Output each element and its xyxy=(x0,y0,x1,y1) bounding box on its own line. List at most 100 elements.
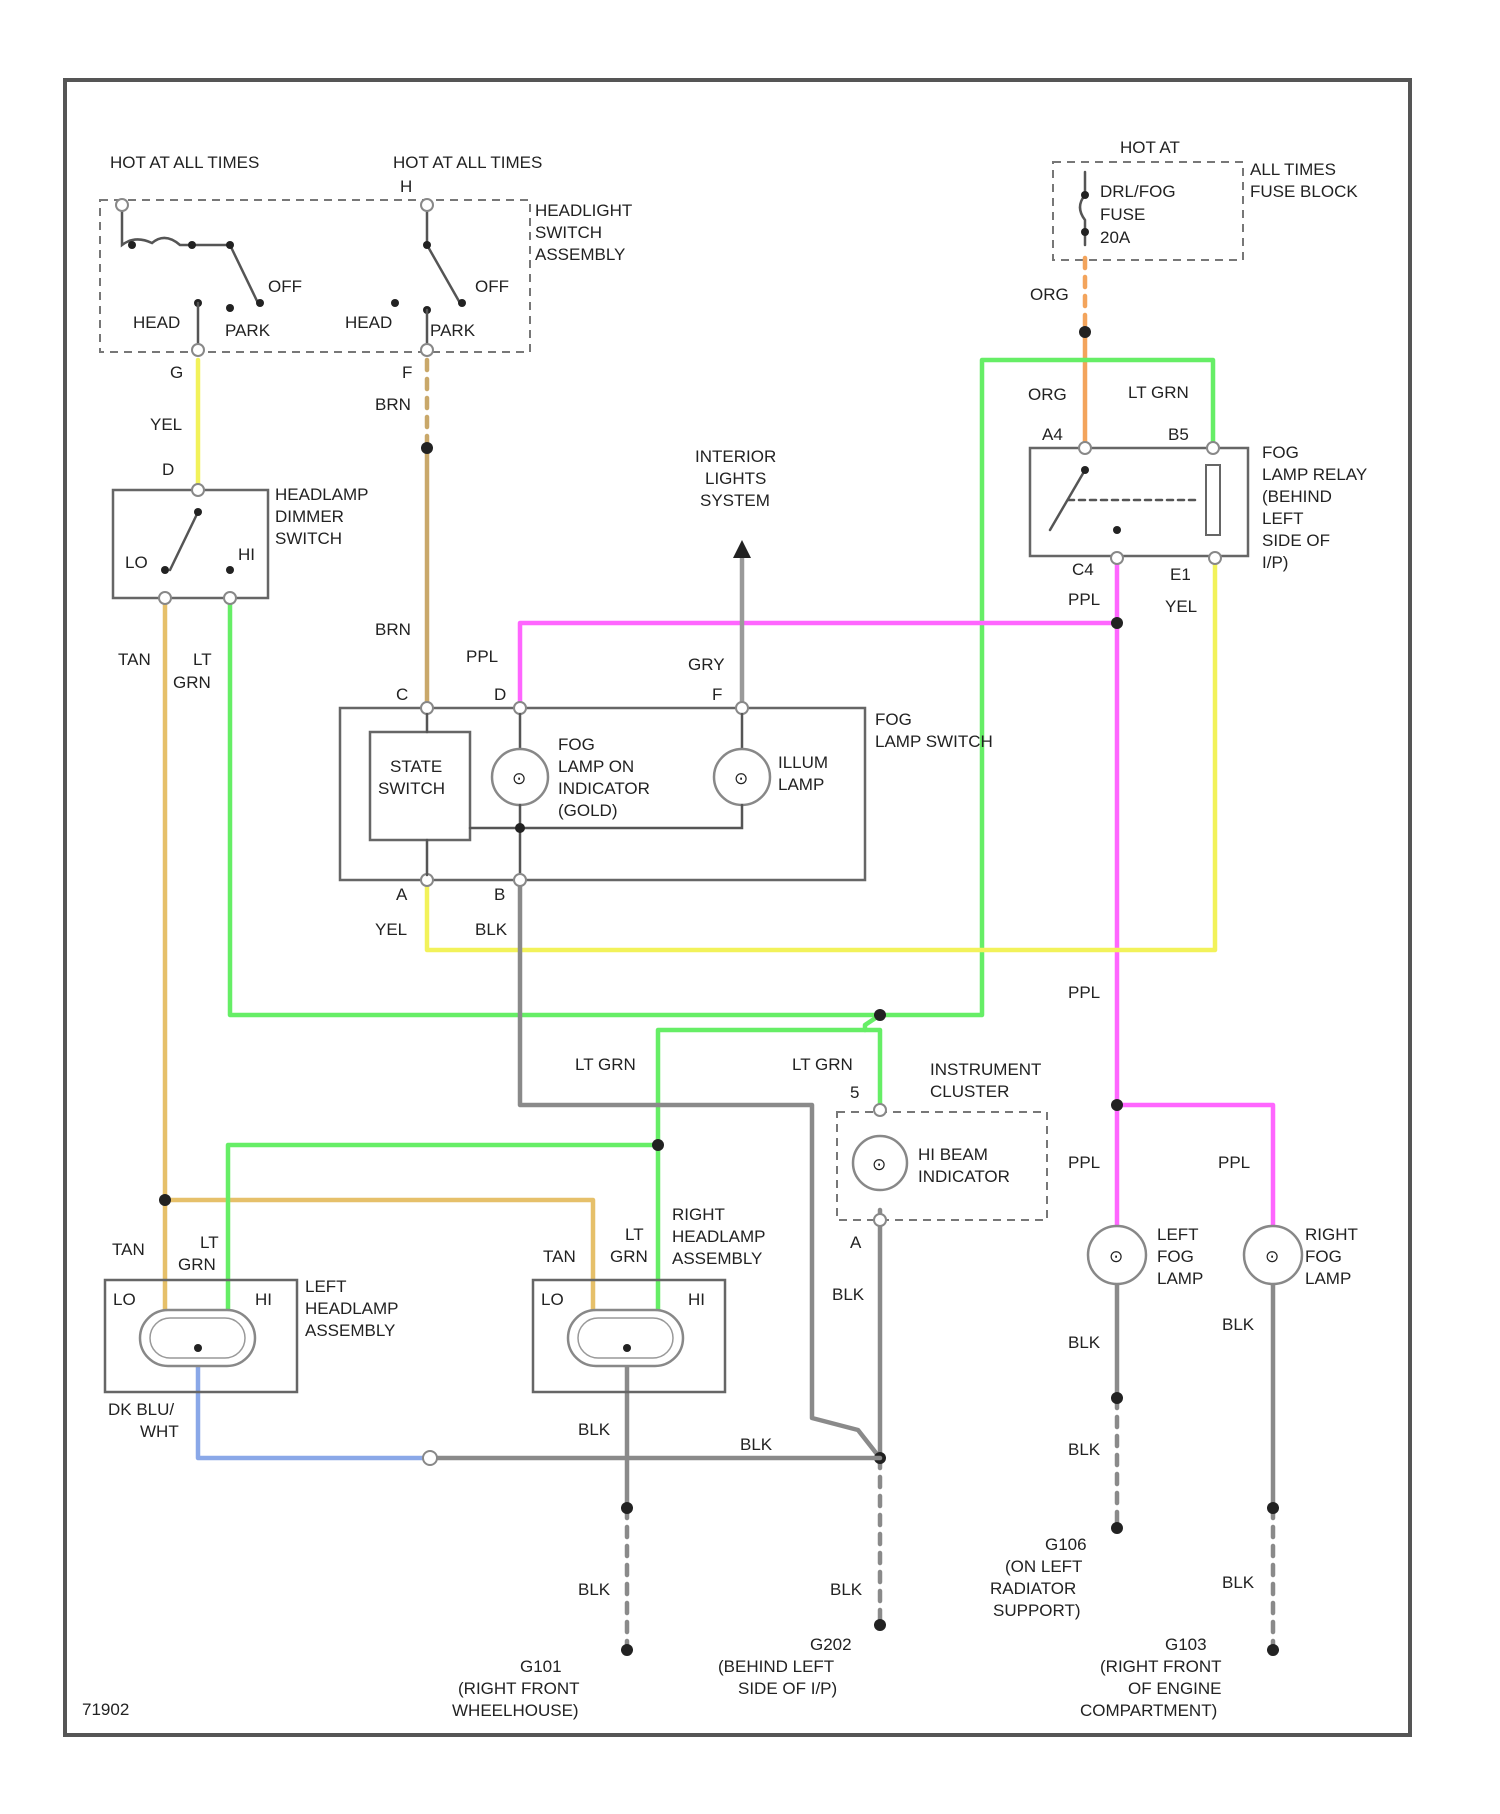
fog-switch-pin-d: D xyxy=(494,685,506,704)
dimmer-hi-contact xyxy=(226,566,234,574)
fuse-hot-label: HOT AT xyxy=(1120,138,1180,157)
relay-b5-terminal xyxy=(1207,442,1219,454)
wire-label-ppl-5: PPL xyxy=(1218,1153,1250,1172)
dimmer-pin-d: D xyxy=(162,460,174,479)
switch-pin-g-terminal xyxy=(192,344,204,356)
illum-mark: ⊙ xyxy=(734,769,748,788)
left-headlamp-hi: HI xyxy=(255,1290,272,1309)
splice-tan xyxy=(159,1194,171,1206)
wire-ltgrn-cluster xyxy=(865,1015,880,1105)
wire-label-blk-3: BLK xyxy=(830,1580,863,1599)
right-headlamp-label-2: HEADLAMP xyxy=(672,1227,766,1246)
fog-switch-label-1: FOG xyxy=(875,710,912,729)
switch-left-top-terminal xyxy=(116,199,128,211)
dimmer-hi-terminal xyxy=(224,592,236,604)
switch-right-top-terminal xyxy=(421,199,433,211)
relay-pin-c4: C4 xyxy=(1072,560,1094,579)
splice-blk-g103 xyxy=(1267,1502,1279,1514)
wire-label-tan-3: TAN xyxy=(543,1247,576,1266)
ground-g103: G103 (RIGHT FRONT OF ENGINE COMPARTMENT) xyxy=(1080,1635,1222,1720)
wire-label-blk-2: BLK xyxy=(832,1285,865,1304)
wire-label-brn-2: BRN xyxy=(375,620,411,639)
g103-line-2: (RIGHT FRONT xyxy=(1100,1657,1222,1676)
g202-line-1: G202 xyxy=(810,1635,852,1654)
cluster-pin-a: A xyxy=(850,1233,862,1252)
switch-left-bus xyxy=(122,205,230,245)
left-headlamp-label-3: ASSEMBLY xyxy=(305,1321,395,1340)
dimmer-lo: LO xyxy=(125,553,148,572)
relay-label-4: LEFT xyxy=(1262,509,1304,528)
diagram-code: 71902 xyxy=(82,1700,129,1719)
g101-line-2: (RIGHT FRONT xyxy=(458,1679,580,1698)
fuse-bottom-dot xyxy=(1081,228,1089,236)
relay-contact xyxy=(1113,526,1121,534)
illum-label-2: LAMP xyxy=(778,775,824,794)
wire-label-blk-1: BLK xyxy=(475,920,508,939)
switch-left-contact-3 xyxy=(226,241,234,249)
hot-label-right: HOT AT ALL TIMES xyxy=(393,153,542,172)
fog-switch-pin-b: B xyxy=(494,885,505,904)
hi-beam-label-1: HI BEAM xyxy=(918,1145,988,1164)
ground-g101: G101 (RIGHT FRONT WHEELHOUSE) xyxy=(452,1657,580,1720)
g106-line-3: RADIATOR xyxy=(990,1579,1076,1598)
wire-label-ppl-1: PPL xyxy=(1068,590,1100,609)
wire-label-org-1: ORG xyxy=(1030,285,1069,304)
cluster-label-2: CLUSTER xyxy=(930,1082,1009,1101)
wire-label-blk-8: BLK xyxy=(1068,1440,1101,1459)
switch-left-contact-1 xyxy=(128,241,136,249)
wire-label-blk-4: BLK xyxy=(740,1435,773,1454)
switch-pin-f-terminal xyxy=(421,344,433,356)
wire-label-ltgrn-2: LT GRN xyxy=(575,1055,636,1074)
splice-blk-g106 xyxy=(1111,1392,1123,1404)
right-headlamp-assembly: RIGHT HEADLAMP ASSEMBLY LO HI xyxy=(533,1205,766,1392)
wire-label-ppl-2: PPL xyxy=(466,647,498,666)
ground-g202-dot xyxy=(874,1619,886,1631)
splice-ltgrn-1 xyxy=(874,1009,886,1021)
splice-org xyxy=(1079,326,1091,338)
cluster-pin-5: 5 xyxy=(850,1083,859,1102)
interior-label-3: SYSTEM xyxy=(700,491,770,510)
wire-ppl-fog-switch xyxy=(520,623,1117,705)
wire-label-tan-2: TAN xyxy=(112,1240,145,1259)
wire-label-ltgrn-relay: LT GRN xyxy=(1128,383,1189,402)
fog-indicator-label-3: INDICATOR xyxy=(558,779,650,798)
switch-left-contact-2 xyxy=(188,241,196,249)
switch-right-contact-2 xyxy=(391,299,399,307)
switch-right-off: OFF xyxy=(475,277,509,296)
headlight-switch-label-1: HEADLIGHT xyxy=(535,201,632,220)
splice-ltgrn-2 xyxy=(652,1139,664,1151)
switch-left-off: OFF xyxy=(268,277,302,296)
fog-indicator-label-2: LAMP ON xyxy=(558,757,634,776)
fuse-rating: 20A xyxy=(1100,228,1131,247)
fog-switch-pin-c: C xyxy=(396,685,408,704)
wire-label-blk-6: BLK xyxy=(578,1580,611,1599)
dimmer-label-3: SWITCH xyxy=(275,529,342,548)
switch-left-head: HEAD xyxy=(133,313,180,332)
wire-label-grn-2: GRN xyxy=(178,1255,216,1274)
left-headlamp-assembly: LO HI LEFT HEADLAMP ASSEMBLY DK BLU/ WHT xyxy=(105,1277,399,1441)
headlight-switch-label-2: SWITCH xyxy=(535,223,602,242)
relay-pin-a4: A4 xyxy=(1042,425,1063,444)
dimmer-blade xyxy=(170,512,198,570)
switch-pin-f: F xyxy=(402,363,412,382)
headlight-switch: HOT AT ALL TIMES HOT AT ALL TIMES H HEAD… xyxy=(100,153,632,382)
relay-pin-e1: E1 xyxy=(1170,565,1191,584)
relay-label-1: FOG xyxy=(1262,443,1299,462)
wire-label-yel-1: YEL xyxy=(150,415,182,434)
wire-label-blk-7: BLK xyxy=(1068,1333,1101,1352)
g103-line-4: COMPARTMENT) xyxy=(1080,1701,1217,1720)
g106-line-4: SUPPORT) xyxy=(993,1601,1081,1620)
right-headlamp-lo: LO xyxy=(541,1290,564,1309)
illum-label-1: ILLUM xyxy=(778,753,828,772)
fog-lamp-switch: C D F STATE SWITCH ⊙ FOG LAMP ON INDICAT… xyxy=(340,685,993,904)
state-switch-label-2: SWITCH xyxy=(378,779,445,798)
switch-right-blade xyxy=(427,245,460,303)
fog-switch-pin-f: F xyxy=(712,685,722,704)
hi-beam-label-2: INDICATOR xyxy=(918,1167,1010,1186)
g101-line-3: WHEELHOUSE) xyxy=(452,1701,579,1720)
ground-g106-dot xyxy=(1111,1522,1123,1534)
fog-switch-pin-a: A xyxy=(396,885,408,904)
left-headlamp-common xyxy=(194,1344,202,1352)
fog-switch-internal-splice xyxy=(515,823,525,833)
